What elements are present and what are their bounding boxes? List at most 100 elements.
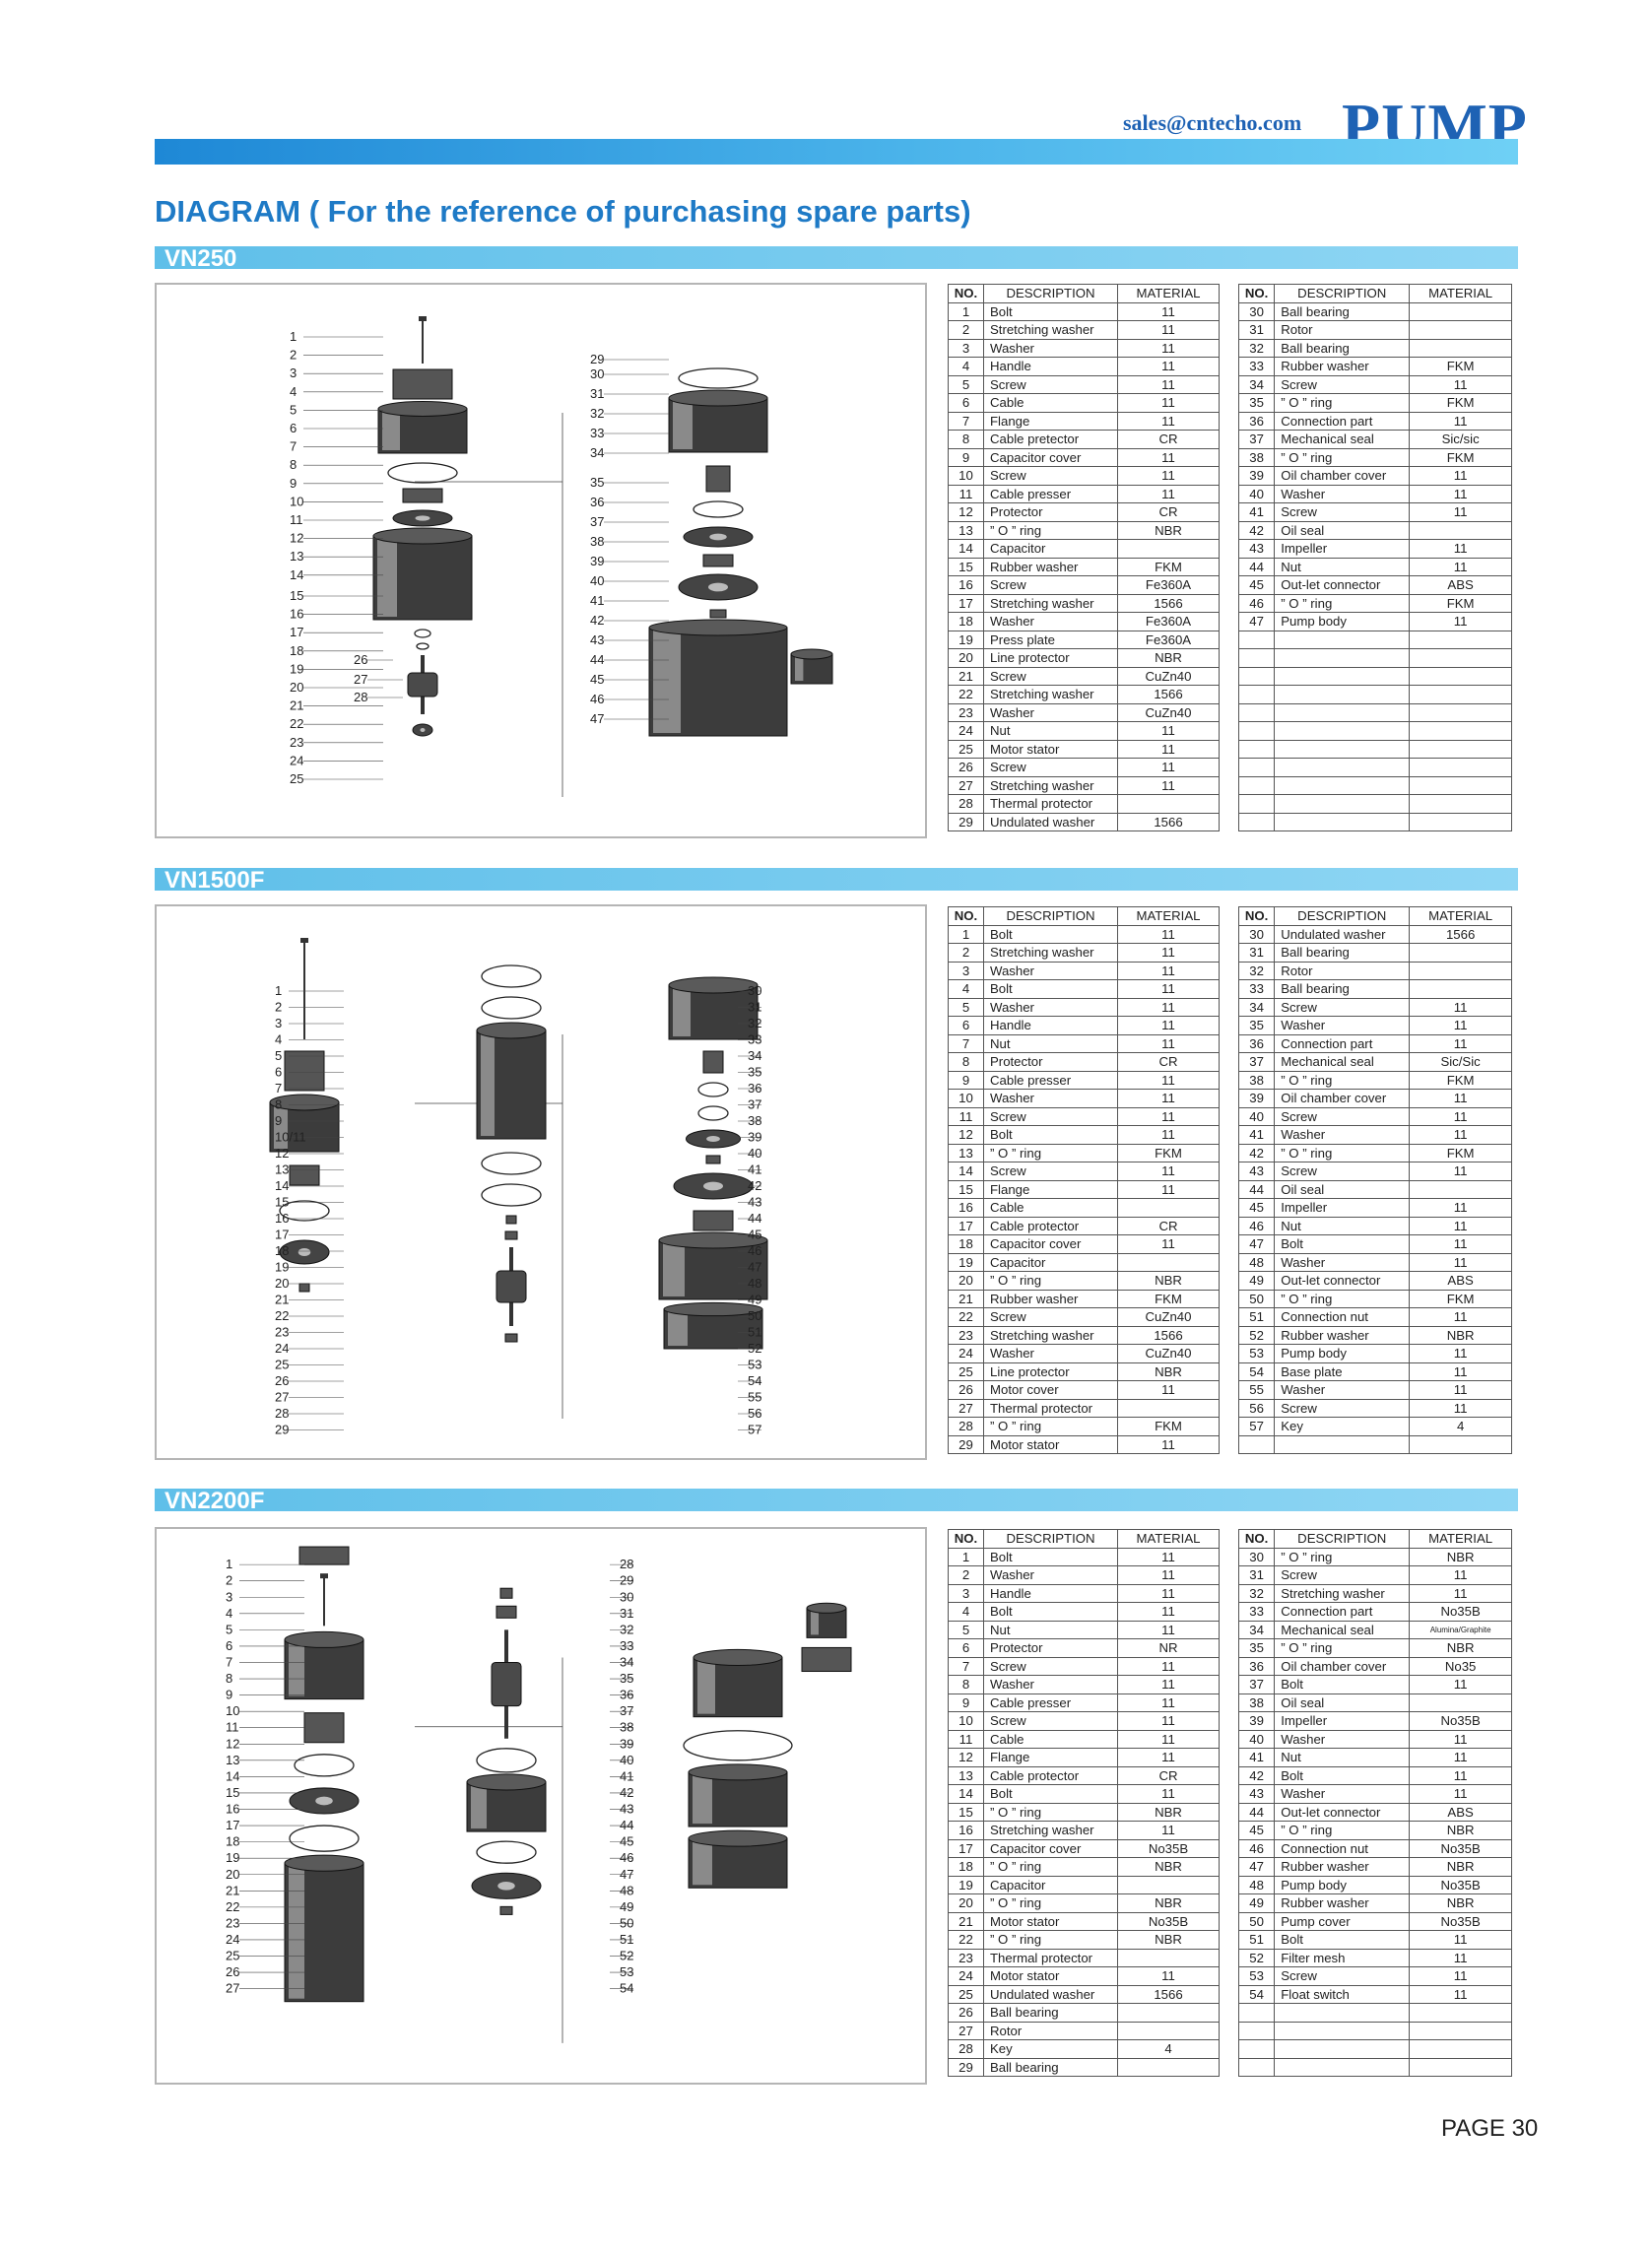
part-description: Screw [983, 1162, 1118, 1181]
disc-hub [709, 533, 727, 541]
part-number: 45 [1237, 575, 1276, 595]
empty-cell [1274, 775, 1411, 795]
cylinder-part [658, 1231, 768, 1300]
part-number: 27 [948, 2021, 984, 2040]
part-material: 11 [1117, 1070, 1220, 1090]
section-title: VN2200F [165, 1488, 265, 1514]
part-description: Motor stator [983, 739, 1118, 759]
part-number: 31 [1237, 943, 1276, 963]
part-label: 20 [275, 1276, 289, 1291]
cylinder-part [284, 1630, 364, 1700]
part-number: 34 [1237, 374, 1276, 394]
empty-cell [1274, 2021, 1411, 2040]
part-label: 18 [275, 1243, 289, 1258]
table-row [1237, 1434, 1512, 1454]
table-row [1237, 775, 1512, 795]
part-material [1117, 1252, 1220, 1272]
part-label: 53 [620, 1964, 633, 1979]
part-number: 12 [948, 502, 984, 522]
cylinder-highlight [663, 1243, 685, 1296]
part-description: Ball bearing [983, 2057, 1118, 2077]
part-description: Washer [983, 1675, 1118, 1694]
part-description: Screw [983, 1106, 1118, 1126]
part-label: 7 [275, 1081, 282, 1096]
part-description: Screw [1274, 502, 1411, 522]
part-material: 1566 [1117, 812, 1220, 831]
small-part [303, 1712, 345, 1744]
part-description: Mechanical seal [1274, 430, 1411, 449]
part-label: 39 [590, 554, 604, 568]
part-number: 47 [1237, 1857, 1276, 1877]
part-material: 11 [1117, 1966, 1220, 1986]
part-description: Ball bearing [1274, 301, 1411, 321]
cylinder-part [269, 1094, 340, 1153]
part-label: 30 [590, 366, 604, 381]
empty-cell [1237, 739, 1276, 759]
contact-email[interactable]: sales@cntecho.com [1123, 110, 1302, 135]
part-number: 6 [948, 1638, 984, 1658]
section-bar-vn1500f: VN1500F [155, 867, 1518, 894]
empty-cell [1237, 794, 1276, 814]
cylinder-highlight [653, 631, 681, 733]
empty-cell [1409, 758, 1512, 777]
part-material: 11 [1409, 1565, 1512, 1585]
column-header-material: MATERIAL [1117, 284, 1220, 303]
part-number: 13 [948, 1765, 984, 1785]
part-number: 53 [1237, 1344, 1276, 1363]
part-number: 34 [1237, 997, 1276, 1017]
cylinder-highlight [693, 1841, 712, 1886]
cylinder-part [648, 619, 788, 737]
part-material: 11 [1409, 1106, 1512, 1126]
cylinder-highlight [377, 539, 397, 617]
part-description: Screw [1274, 997, 1411, 1017]
part-description: Connection part [1274, 1033, 1411, 1053]
part-material: 11 [1117, 1016, 1220, 1035]
part-label: 33 [748, 1032, 761, 1047]
part-material: 11 [1117, 466, 1220, 486]
part-number: 33 [1237, 357, 1276, 376]
part-material: FKM [1409, 393, 1512, 413]
part-material: 1566 [1117, 1984, 1220, 2004]
part-material: 11 [1409, 411, 1512, 431]
part-description: Out-let connector [1274, 1802, 1411, 1822]
o-ring-shape [279, 1200, 330, 1222]
small-part [496, 1605, 517, 1619]
column-header-material: MATERIAL [1117, 906, 1220, 926]
part-number: 23 [948, 1948, 984, 1967]
part-material: NBR [1117, 1361, 1220, 1381]
part-material: 11 [1117, 758, 1220, 777]
part-number: 1 [948, 924, 984, 944]
part-material: 11 [1117, 1547, 1220, 1566]
part-number: 16 [948, 575, 984, 595]
part-description: Capacitor cover [983, 1234, 1118, 1254]
part-number: 27 [948, 775, 984, 795]
part-material: 11 [1117, 1565, 1220, 1585]
part-material: CR [1117, 1216, 1220, 1235]
part-material: 11 [1409, 502, 1512, 522]
